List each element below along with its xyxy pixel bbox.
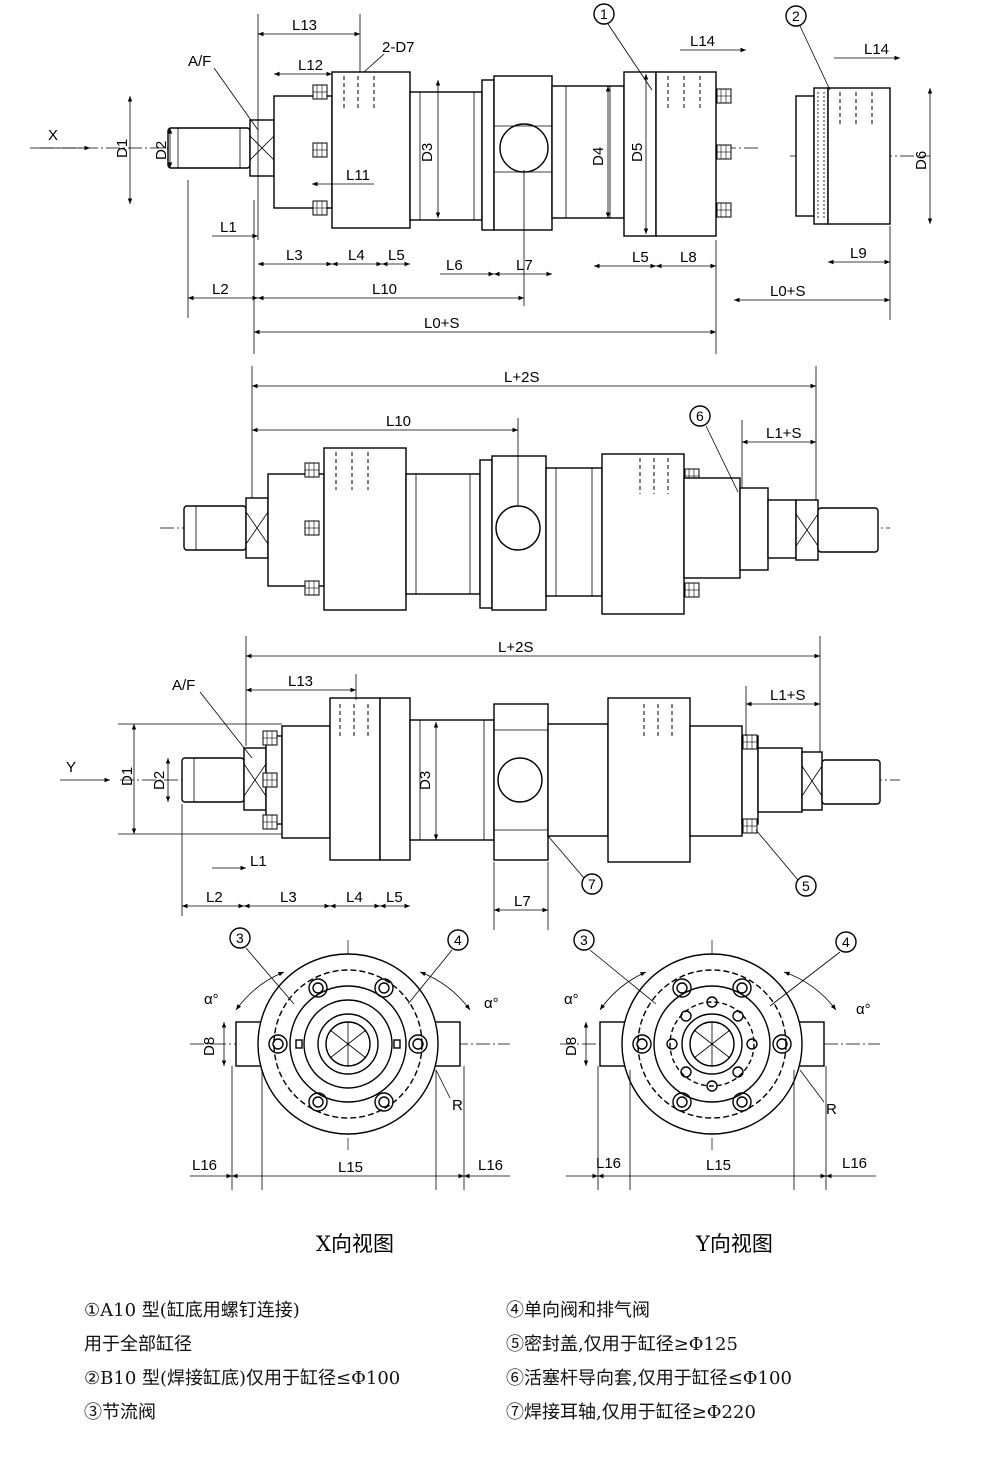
dim-l4: L4 bbox=[348, 247, 365, 264]
note-1-sub: 用于全部缸径 bbox=[84, 1334, 192, 1355]
view-top-cylinder: X D1 D2 A/F L13 2-D7 L12 L11 D3 D4 D5 D6… bbox=[30, 3, 933, 354]
dim-l5-rear: L5 bbox=[632, 249, 649, 266]
callout-7: 7 bbox=[588, 876, 596, 892]
view-double-rod-cylinder: L+2S L10 L1+S 6 bbox=[160, 366, 890, 615]
dim-d3: D3 bbox=[419, 143, 436, 162]
dim-d2: D2 bbox=[153, 141, 170, 160]
dim-l5-lower: L5 bbox=[386, 889, 403, 906]
note-7: ⑦焊接耳轴,仅用于缸径≥Φ220 bbox=[506, 1402, 756, 1423]
dim-d1: D1 bbox=[114, 139, 131, 158]
dim-l16-x-left: L16 bbox=[192, 1157, 217, 1174]
dim-l7-lower: L7 bbox=[514, 893, 531, 910]
dim-l3: L3 bbox=[286, 247, 303, 264]
dim-l9: L9 bbox=[850, 245, 867, 262]
dim-l2: L2 bbox=[212, 281, 229, 298]
dim-l1s-upper: L1+S bbox=[766, 425, 801, 442]
dim-l8: L8 bbox=[680, 249, 697, 266]
dim-l0s-b10: L0+S bbox=[770, 283, 805, 300]
dim-l16-x-right: L16 bbox=[478, 1157, 503, 1174]
dim-l16-y-left: L16 bbox=[596, 1155, 621, 1172]
dim-d3-lower: D3 bbox=[417, 771, 434, 790]
dim-l2-lower: L2 bbox=[206, 889, 223, 906]
dim-d8-y: D8 bbox=[563, 1037, 580, 1056]
radius-y: R bbox=[826, 1101, 837, 1118]
note-5: ⑤密封盖,仅用于缸径≥Φ125 bbox=[506, 1334, 738, 1355]
callout-4-y: 4 bbox=[842, 934, 850, 950]
dim-d5: D5 bbox=[629, 143, 646, 162]
dim-d2-lower: D2 bbox=[151, 771, 168, 790]
callout-4-x: 4 bbox=[454, 932, 462, 948]
alpha-x-left: α° bbox=[204, 991, 219, 1008]
dim-l5: L5 bbox=[388, 247, 405, 264]
caption-x-view: X向视图 bbox=[316, 1232, 394, 1256]
dim-af-lower: A/F bbox=[172, 677, 195, 694]
dim-l16-y-right: L16 bbox=[842, 1155, 867, 1172]
view-x-marker: X bbox=[48, 127, 58, 144]
alpha-x-right: α° bbox=[484, 995, 499, 1012]
dim-l13-lower: L13 bbox=[288, 673, 313, 690]
note-6: ⑥活塞杆导向套,仅用于缸径≤Φ100 bbox=[506, 1368, 792, 1389]
dim-l15-x: L15 bbox=[338, 1159, 363, 1176]
dim-l15-y: L15 bbox=[706, 1157, 731, 1174]
callout-5: 5 bbox=[802, 878, 810, 894]
dim-l14-top: L14 bbox=[690, 33, 715, 50]
dim-l12: L12 bbox=[298, 57, 323, 74]
dim-l6: L6 bbox=[446, 257, 463, 274]
callout-6: 6 bbox=[696, 408, 704, 424]
dim-l4-lower: L4 bbox=[346, 889, 363, 906]
callout-2: 2 bbox=[792, 8, 800, 24]
dim-d1-lower: D1 bbox=[119, 767, 136, 786]
callout-1: 1 bbox=[600, 6, 608, 22]
dim-l2s-lower: L+2S bbox=[498, 639, 533, 656]
alpha-y-right: α° bbox=[856, 1001, 871, 1018]
callout-3-y: 3 bbox=[580, 932, 588, 948]
dim-l14-b10: L14 bbox=[864, 41, 889, 58]
dim-l0s: L0+S bbox=[424, 315, 459, 332]
x-view-end-face: L15 L16 L16 D8 α° α° R 3 4 bbox=[190, 927, 510, 1190]
alpha-y-left: α° bbox=[564, 991, 579, 1008]
callout-3-x: 3 bbox=[236, 930, 244, 946]
dim-l3-lower: L3 bbox=[280, 889, 297, 906]
dim-l1-lower: L1 bbox=[250, 853, 267, 870]
dim-d6: D6 bbox=[913, 151, 930, 170]
dim-2-d7: 2-D7 bbox=[382, 39, 415, 56]
view-welded-trunnion-cylinder: L+2S L13 L1+S A/F Y D1 D2 D3 L1 L2 L3 L4… bbox=[60, 636, 900, 930]
note-3: ③节流阀 bbox=[84, 1402, 156, 1423]
dim-d8-x: D8 bbox=[201, 1037, 218, 1056]
dim-l11: L11 bbox=[346, 167, 370, 184]
dim-l13: L13 bbox=[292, 17, 317, 34]
note-2: ②B10 型(焊接缸底)仅用于缸径≤Φ100 bbox=[84, 1368, 401, 1389]
view-y-marker: Y bbox=[66, 759, 76, 776]
y-view-end-face: L15 L16 L16 D8 α° α° R 3 4 bbox=[560, 929, 880, 1190]
technical-drawing: X D1 D2 A/F L13 2-D7 L12 L11 D3 D4 D5 D6… bbox=[30, 3, 933, 1190]
radius-x: R bbox=[452, 1097, 463, 1114]
dim-af: A/F bbox=[188, 53, 211, 70]
dim-l10: L10 bbox=[372, 281, 397, 298]
note-1: ①A10 型(缸底用螺钉连接) bbox=[84, 1300, 300, 1321]
dim-l2s-upper: L+2S bbox=[504, 369, 539, 386]
dim-d4: D4 bbox=[590, 147, 607, 166]
note-4: ④单向阀和排气阀 bbox=[506, 1300, 650, 1321]
caption-y-view: Y向视图 bbox=[696, 1232, 773, 1256]
dim-l1s-lower: L1+S bbox=[770, 687, 805, 704]
dim-l10-double: L10 bbox=[386, 413, 411, 430]
dim-l1: L1 bbox=[220, 219, 237, 236]
